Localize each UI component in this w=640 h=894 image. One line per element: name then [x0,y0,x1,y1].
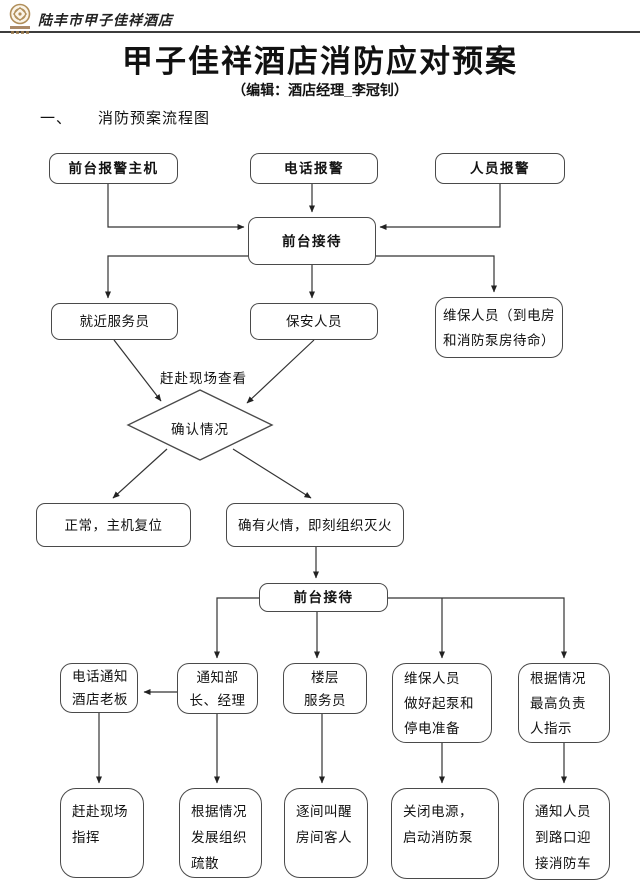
node-wake-guests: 逐间叫醒 房间客人 [284,788,368,878]
node-nearby-attendant: 就近服务员 [51,303,178,340]
node-scene-command: 赶赴现场 指挥 [60,788,144,878]
node-phone-notify-boss: 电话通知 酒店老板 [60,663,138,713]
node-confirm-situation: 确认情况 [171,422,229,437]
node-floor-attendant: 楼层 服务员 [283,663,367,714]
section-number: 一、 [40,110,73,127]
section-title: 消防预案流程图 [98,110,211,127]
node-front-desk-reception-2: 前台接待 [259,583,388,612]
page-title: 甲子佳祥酒店消防应对预案 [122,44,518,79]
section-heading: 一、 消防预案流程图 [40,107,210,128]
page-subtitle: （编辑：酒店经理_李冠钊） [232,82,408,98]
node-notify-managers: 通知部 长、经理 [177,663,258,714]
node-power-off-pump-on: 关闭电源， 启动消防泵 [391,788,499,879]
brand-text: 陆丰市甲子佳祥酒店 [38,14,173,29]
node-follow-top-leader: 根据情况 最高负责 人指示 [518,663,610,743]
node-maintenance-pump-prep: 维保人员 做好起泵和 停电准备 [392,663,492,743]
node-front-desk-reception-1: 前台接待 [248,217,376,265]
node-normal-reset: 正常，主机复位 [36,503,191,547]
node-fire-confirmed: 确有火情，即刻组织灭火 [226,503,404,547]
node-meet-fire-truck: 通知人员 到路口迎 接消防车 [523,788,610,880]
node-organize-evacuation: 根据情况 发展组织 疏散 [179,788,262,878]
go-to-scene-label: 赶赴现场查看 [160,371,247,386]
node-maintenance-standby: 维保人员（到电房 和消防泵房待命） [435,297,563,358]
node-phone-alarm: 电话报警 [250,153,378,184]
header-divider [0,31,640,33]
node-front-desk-alarm-host: 前台报警主机 [49,153,178,184]
hotel-logo-icon [9,3,31,34]
node-security-staff: 保安人员 [250,303,378,340]
node-person-alarm: 人员报警 [435,153,565,184]
